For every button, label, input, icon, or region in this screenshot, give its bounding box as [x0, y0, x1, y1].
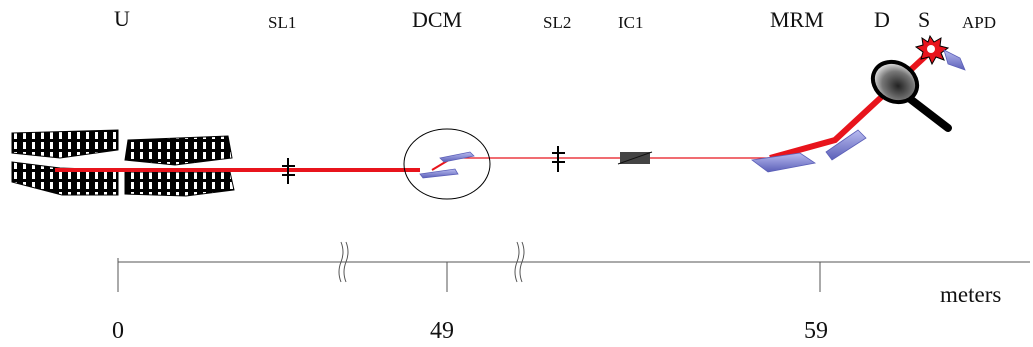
- dcm-assembly: [403, 128, 491, 200]
- scale-label-59: 59: [804, 318, 828, 344]
- label-ion-chamber: IC1: [618, 13, 644, 32]
- label-mirror: MRM: [770, 7, 824, 32]
- scale-break-2: [514, 241, 525, 283]
- scale-label-0: 0: [112, 318, 124, 344]
- dcm-crystal-lower: [419, 168, 459, 179]
- magnet-block-lower-left: [11, 161, 119, 196]
- detector-magnifier-icon: [870, 59, 952, 132]
- mirror-assembly: [750, 129, 867, 173]
- slit-2-icon: [552, 146, 565, 172]
- dcm-circle: [403, 128, 491, 200]
- scale-break-1: [338, 241, 349, 283]
- label-sample: S: [918, 7, 930, 32]
- label-slit-1: SL1: [268, 13, 296, 32]
- label-dcm: DCM: [412, 7, 462, 32]
- magnet-block-lower-right: [124, 171, 235, 197]
- scale-label-49: 49: [430, 318, 454, 344]
- magnet-block-upper-right: [124, 135, 233, 166]
- label-apd: APD: [962, 13, 996, 32]
- distance-scale: meters 0 49 59: [112, 241, 1030, 344]
- magnet-block-upper-left: [11, 129, 119, 159]
- undulator-magnets: [11, 129, 235, 197]
- ion-chamber-icon: [617, 151, 653, 165]
- slit-1-icon: [282, 158, 295, 184]
- label-detector: D: [874, 7, 890, 32]
- dcm-crystal-upper: [439, 151, 475, 163]
- label-undulator: U: [114, 6, 130, 31]
- apd-icon: [943, 49, 966, 71]
- sample-burst-icon: [914, 34, 950, 66]
- mirror-plate-1: [750, 152, 817, 173]
- label-slit-2: SL2: [543, 13, 571, 32]
- scale-unit-label: meters: [940, 282, 1001, 307]
- mirror-plate-2: [825, 129, 867, 161]
